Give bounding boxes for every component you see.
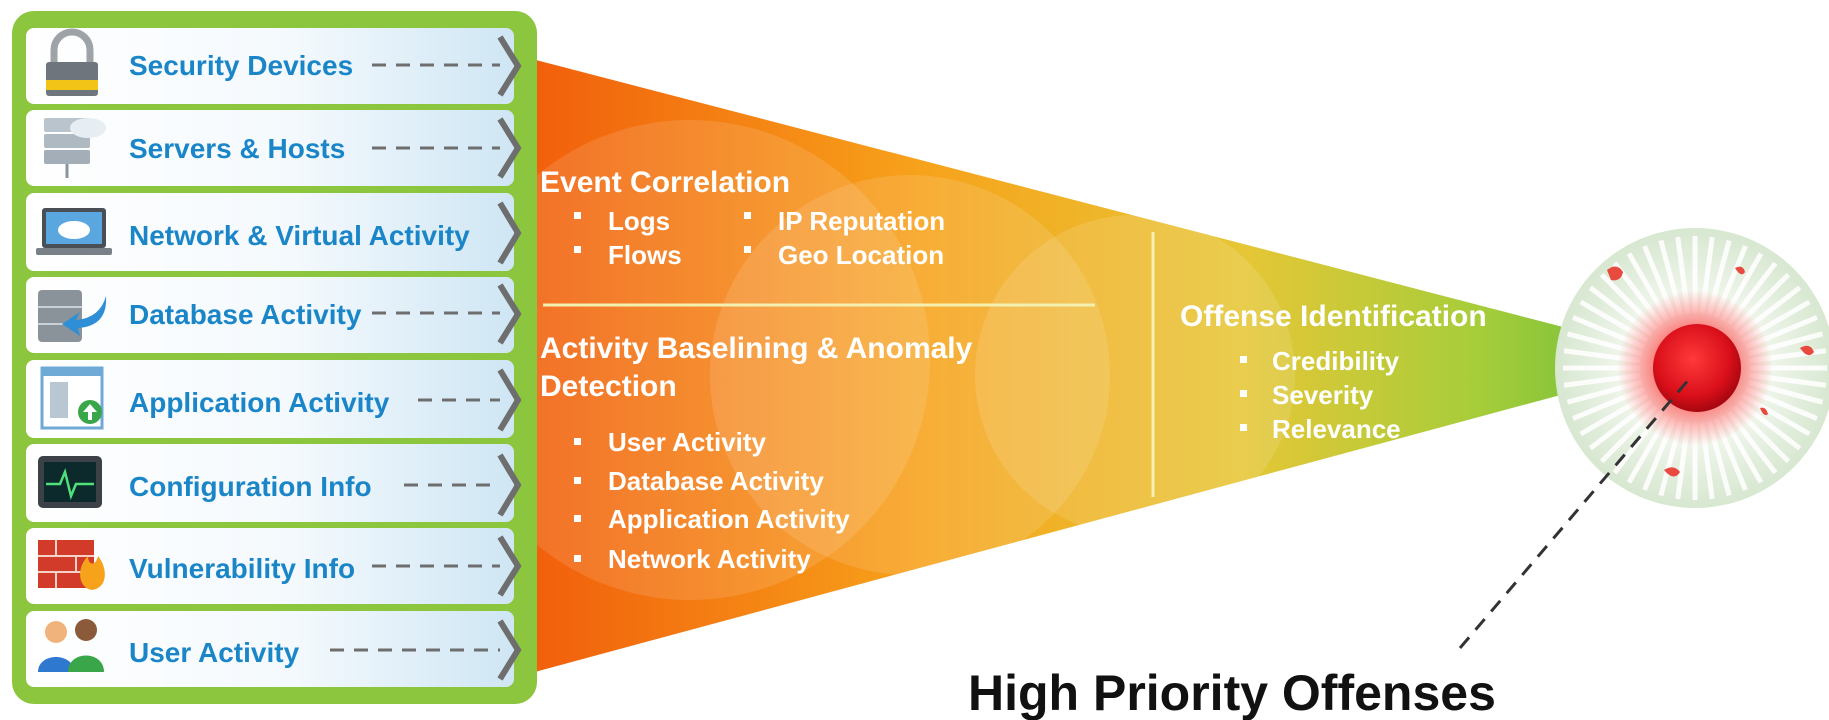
output-leader-line xyxy=(1458,377,1692,649)
funnel-circle xyxy=(975,215,1295,535)
chevron-right-icon xyxy=(497,535,522,597)
application-window-icon xyxy=(40,366,104,430)
chevron-right-icon xyxy=(497,117,522,179)
firewall-icon xyxy=(38,540,105,590)
list-item: Database Activity xyxy=(608,466,824,496)
source-label: Vulnerability Info xyxy=(129,553,355,584)
chevron-right-icon xyxy=(497,368,522,432)
correlation-funnel xyxy=(505,52,1690,680)
list-item: IP Reputation xyxy=(778,206,945,236)
event-correlation-title: Event Correlation xyxy=(540,166,790,199)
source-label: Security Devices xyxy=(129,50,353,81)
source-row: Network & Virtual Activity xyxy=(26,193,522,271)
server-stack-icon xyxy=(44,118,106,178)
source-row: Security Devices xyxy=(26,28,522,104)
event-correlation-section: Event Correlation Logs Flows IP Reputati… xyxy=(540,166,945,270)
list-item: Severity xyxy=(1272,380,1374,410)
list-item: Logs xyxy=(608,206,670,236)
list-item: Relevance xyxy=(1272,414,1401,444)
source-row: User Activity xyxy=(26,611,522,687)
chevron-right-icon xyxy=(497,453,522,517)
source-row: Database Activity xyxy=(26,277,522,353)
cloud-laptop-icon xyxy=(36,208,112,255)
source-label: Configuration Info xyxy=(129,471,372,502)
chevron-right-icon xyxy=(497,201,522,265)
chevron-right-icon xyxy=(497,619,522,681)
list-item: User Activity xyxy=(608,427,767,457)
offense-identification-section: Offense Identification Credibility Sever… xyxy=(1180,300,1487,444)
padlock-icon xyxy=(46,28,98,96)
list-item: Application Activity xyxy=(608,504,850,534)
offense-target xyxy=(1555,228,1829,508)
chevron-right-icon xyxy=(497,35,522,97)
database-arrow-icon xyxy=(38,290,107,342)
source-label: Application Activity xyxy=(129,387,390,418)
source-row: Servers & Hosts xyxy=(26,110,522,186)
funnel-circle xyxy=(710,175,1110,575)
list-item: Flows xyxy=(608,240,682,270)
chevron-right-icon xyxy=(497,283,522,345)
source-label: Network & Virtual Activity xyxy=(129,220,470,251)
source-label: Servers & Hosts xyxy=(129,133,345,164)
output-label: High Priority Offenses xyxy=(968,665,1496,720)
source-row: Vulnerability Info xyxy=(26,528,522,604)
funnel-circle xyxy=(450,120,930,600)
source-label: User Activity xyxy=(129,637,300,668)
offense-identification-title: Offense Identification xyxy=(1180,300,1487,333)
list-item: Credibility xyxy=(1272,346,1400,376)
baselining-title: Detection xyxy=(540,370,677,403)
source-row: Configuration Info xyxy=(26,444,522,522)
users-icon xyxy=(38,619,104,672)
list-item: Geo Location xyxy=(778,240,944,270)
baselining-title: Activity Baselining & Anomaly xyxy=(540,332,973,365)
monitor-pulse-icon xyxy=(38,456,102,508)
target-red-dot xyxy=(1653,324,1741,412)
list-item: Network Activity xyxy=(608,544,811,574)
baselining-section: Activity Baselining & Anomaly Detection … xyxy=(540,332,973,574)
source-row: Application Activity xyxy=(26,360,522,438)
source-label: Database Activity xyxy=(129,299,362,330)
